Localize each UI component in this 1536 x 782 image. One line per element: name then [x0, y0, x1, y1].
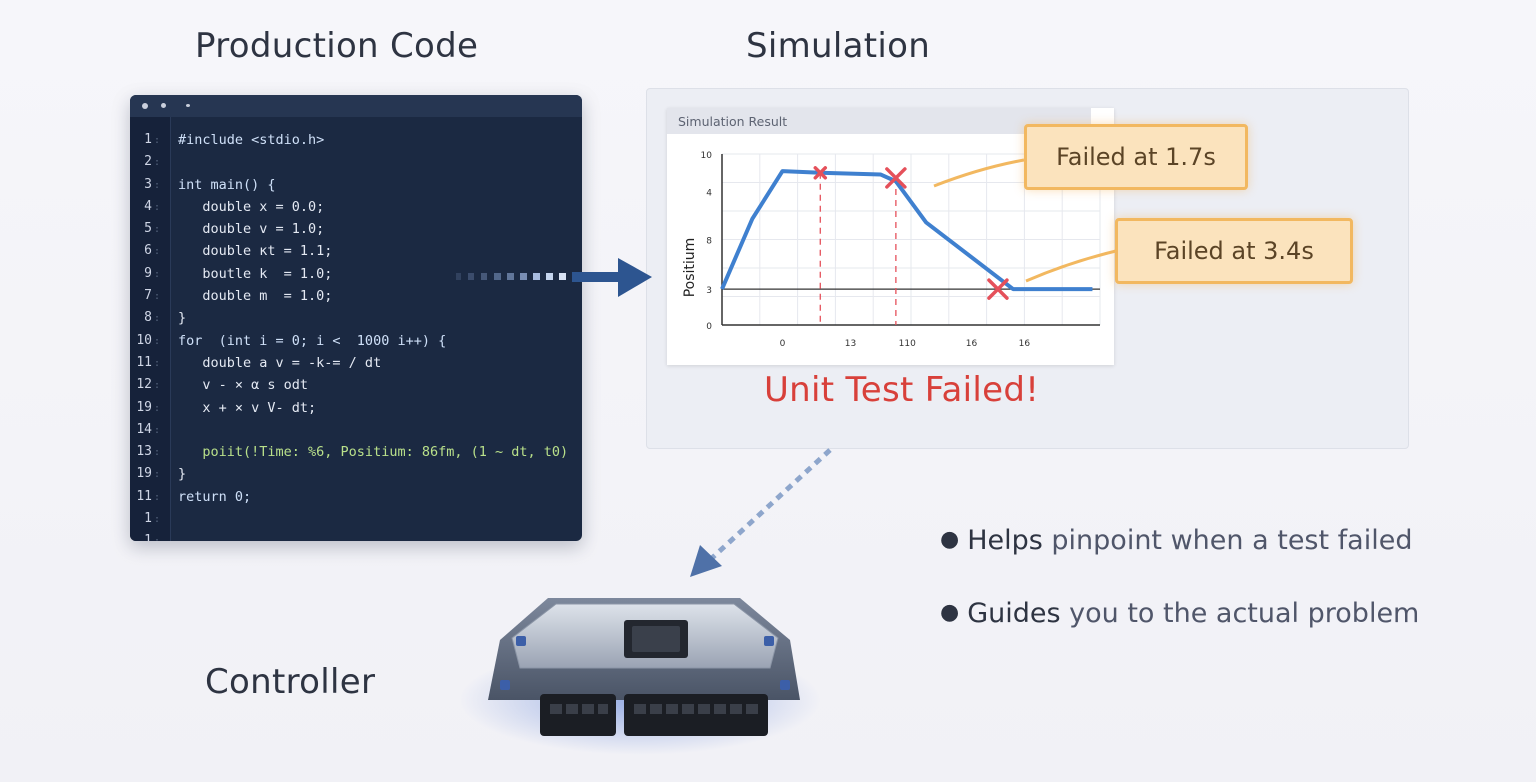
y-tick-label: 10 [701, 151, 713, 161]
code-text: for (int i = 0; i < 1000 i++) { [178, 332, 447, 349]
line-number: 1 [130, 129, 160, 152]
x-tick-label: 16 [966, 339, 978, 349]
line-number: 1 [130, 508, 160, 531]
y-tick-label: 8 [706, 237, 712, 247]
code-line: 12 v - × α s odt [130, 374, 582, 396]
bullet-lead: Guides [967, 598, 1061, 629]
line-number: 3 [130, 174, 160, 197]
callout-connector [1025, 249, 1117, 283]
bullet-item: ● Helps pinpoint when a test failed [940, 525, 1412, 556]
line-number: 10 [130, 330, 160, 353]
x-tick-label: 13 [845, 339, 856, 349]
editor-title-bar [130, 95, 582, 117]
code-content: 1 #include <stdio.h> 23 int main() { 4 doubl… [130, 129, 582, 541]
simulation-to-controller-arrow [690, 448, 832, 577]
code-line: 19} [130, 463, 582, 485]
code-line: 13 poiit(!Time: %6, Positium: 86fm, (1 ~… [130, 441, 582, 463]
y-tick-label: 0 [706, 322, 712, 332]
bullet-text: pinpoint when a test failed [1042, 525, 1413, 556]
code-line: 8} [130, 307, 582, 329]
failure-marker [813, 166, 828, 180]
line-number: 19 [130, 463, 160, 486]
code-line: 7 double m = 1.0; [130, 285, 582, 307]
code-text: } [178, 310, 187, 327]
code-line: 3 int main() { [130, 174, 582, 196]
code-line: 1 [130, 530, 582, 541]
failure-marker [987, 278, 1009, 300]
failure-marker [885, 167, 907, 189]
code-line: 4 double x = 0.0; [130, 196, 582, 218]
y-axis-label: Positium [682, 238, 698, 298]
code-text: double a v = -k-= / dt [178, 354, 382, 371]
y-tick-label: 3 [706, 286, 712, 296]
code-line: 19 x + × v V- dt; [130, 397, 582, 419]
bullet-text: you to the actual problem [1060, 598, 1420, 629]
bullet-dot-icon: ● [940, 527, 960, 552]
x-tick-label: 0 [780, 339, 786, 349]
arrow-head-icon [618, 258, 652, 297]
code-line: 5 double v = 1.0; [130, 218, 582, 240]
failure-callout-2: Failed at 3.4s [1115, 218, 1353, 284]
line-number: 5 [130, 218, 160, 241]
code-line: 14 [130, 419, 582, 441]
code-text: v - × α s odt [178, 377, 309, 394]
code-line: 11 double a v = -k-= / dt [130, 352, 582, 374]
production-code-heading: Production Code [195, 26, 479, 66]
line-number: 8 [130, 307, 160, 330]
code-line: 10 for (int i = 0; i < 1000 i++) { [130, 330, 582, 352]
unit-test-status: Unit Test Failed! [764, 370, 1040, 410]
controller-heading: Controller [205, 662, 376, 702]
line-number: 6 [130, 240, 160, 263]
code-line: 6 double ĸt = 1.1; [130, 240, 582, 262]
failure-callout-1: Failed at 1.7s [1024, 124, 1248, 190]
line-number: 1 [130, 530, 160, 541]
code-text: return 0; [178, 488, 252, 505]
code-text: x + × v V- dt; [178, 399, 317, 416]
simulation-result-title: Simulation Result [667, 108, 1091, 134]
code-text: double m = 1.0; [178, 288, 333, 305]
x-tick-label: 16 [1019, 339, 1031, 349]
line-number: 4 [130, 196, 160, 219]
y-tick-label: 4 [706, 189, 712, 199]
simulation-heading: Simulation [746, 26, 931, 66]
window-dot-icon [186, 104, 190, 107]
bullet-lead: Helps [967, 525, 1043, 556]
code-line: 9 boutle k = 1.0; [130, 263, 582, 285]
code-to-simulation-arrow [456, 258, 652, 297]
bullet-item: ● Guides you to the actual problem [940, 598, 1419, 629]
code-text: boutle k = 1.0; [178, 265, 333, 282]
line-number: 7 [130, 285, 160, 308]
code-text: double ĸt = 1.1; [178, 243, 333, 260]
line-number: 11 [130, 352, 160, 375]
code-text: double v = 1.0; [178, 221, 325, 238]
arrow-head-icon [690, 545, 722, 577]
window-dot-icon [161, 103, 166, 108]
callout-connector [933, 158, 1025, 188]
line-number: 12 [130, 374, 160, 397]
code-text: int main() { [178, 176, 276, 193]
x-tick-label: 110 [899, 339, 916, 349]
code-line: 1 [130, 508, 582, 530]
line-number: 9 [130, 263, 160, 286]
line-number: 14 [130, 419, 160, 442]
code-text: } [178, 466, 187, 483]
code-editor: 1 #include <stdio.h> 23 int main() { 4 doubl… [130, 95, 582, 541]
line-number: 11 [130, 486, 160, 509]
code-text: double x = 0.0; [178, 198, 325, 215]
series-line [720, 169, 1093, 292]
line-number: 13 [130, 441, 160, 464]
line-number: 2 [130, 151, 160, 174]
window-dot-icon [142, 103, 148, 109]
code-line: 1 #include <stdio.h> [130, 129, 582, 151]
code-line: 11 return 0; [130, 486, 582, 508]
simulation-chart: 0 3 8 4 10 0 13 110 16 16 Positium [682, 151, 1101, 349]
code-line: 2 [130, 151, 582, 173]
controller-ecu-icon [460, 598, 820, 755]
line-number: 19 [130, 397, 160, 420]
bullet-dot-icon: ● [940, 600, 960, 625]
code-text: poiit(!Time: %6, Positium: 86fm, (1 ~ dt… [178, 444, 569, 461]
code-text: #include <stdio.h> [178, 132, 325, 148]
